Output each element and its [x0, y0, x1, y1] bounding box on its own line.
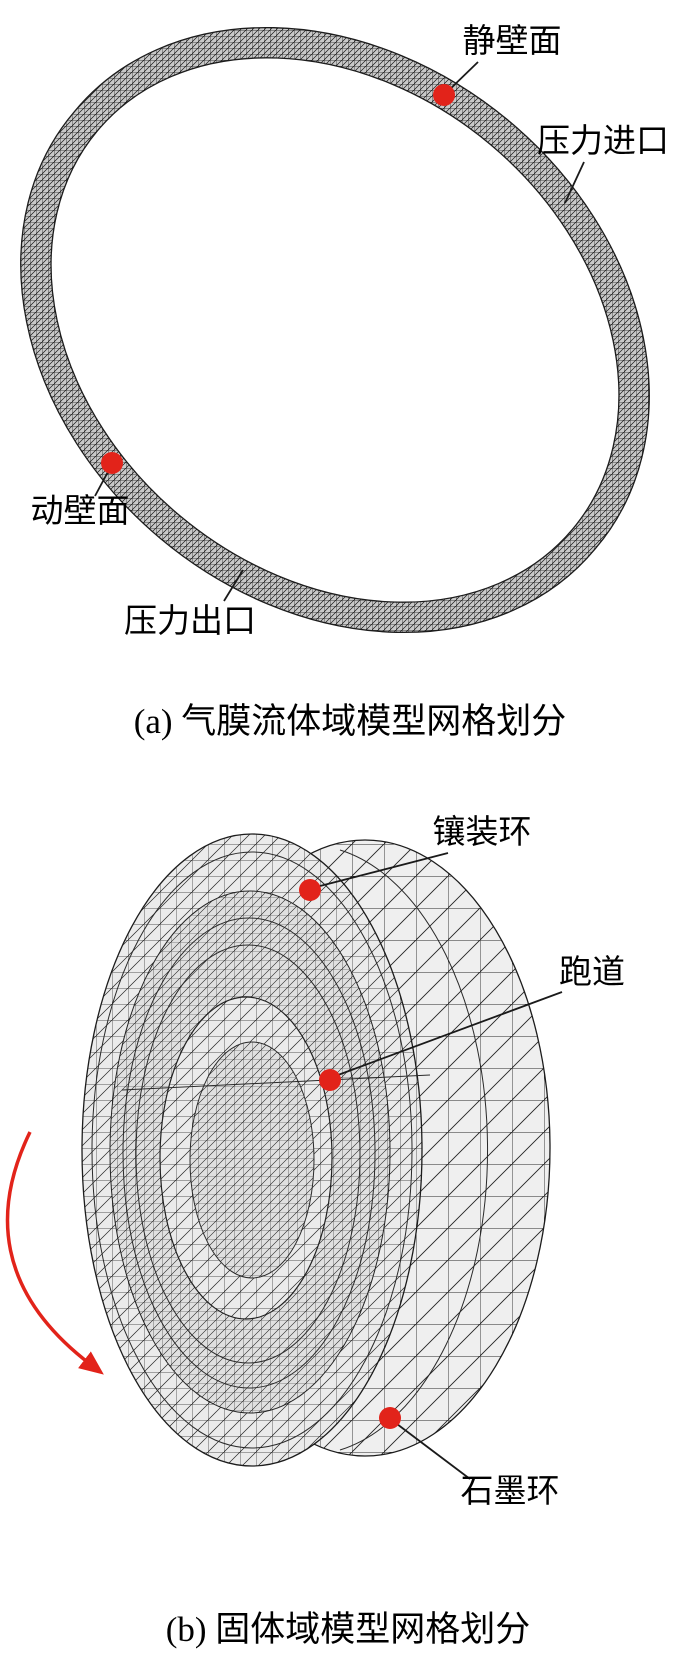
label-moving-wall: 动壁面	[30, 494, 130, 530]
label-static-wall: 静壁面	[462, 24, 562, 60]
label-graphite-ring: 石墨环	[460, 1474, 560, 1510]
rotation-arrow-icon	[5, 1131, 104, 1375]
marker-static-wall	[433, 84, 455, 106]
caption-panel-a: (a) 气膜流体域模型网格划分	[133, 702, 567, 741]
leader-pressure-outlet	[223, 569, 244, 602]
gas-film-ring-mesh	[20, 26, 650, 634]
label-pressure-outlet: 压力出口	[124, 604, 256, 640]
insert-ring-rim-edge	[91, 851, 413, 1449]
label-insert-ring: 镶装环	[432, 815, 532, 851]
leader-static-wall	[446, 61, 479, 93]
leader-graphite-ring	[396, 1423, 471, 1480]
solid-mesh-figure	[5, 833, 563, 1480]
marker-graphite-ring	[379, 1407, 401, 1429]
raceway-seam-line	[121, 1074, 431, 1091]
marker-raceway	[319, 1069, 341, 1091]
leader-insert-ring	[319, 852, 449, 887]
label-raceway: 跑道	[559, 955, 625, 991]
seal-ring-step-edge-2	[135, 944, 361, 1364]
label-pressure-inlet: 压力进口	[537, 124, 669, 160]
leader-pressure-inlet	[564, 161, 585, 204]
marker-moving-wall	[101, 452, 123, 474]
gas-film-mesh-figure	[20, 26, 650, 634]
caption-panel-b: (b) 固体域模型网格划分	[165, 1610, 531, 1649]
lateral-seam-line	[339, 849, 488, 1451]
bore-inner-wall	[189, 1041, 315, 1279]
leader-raceway	[337, 991, 563, 1076]
seal-ring-step-edge-1	[122, 917, 376, 1389]
marker-insert-ring	[299, 879, 321, 901]
